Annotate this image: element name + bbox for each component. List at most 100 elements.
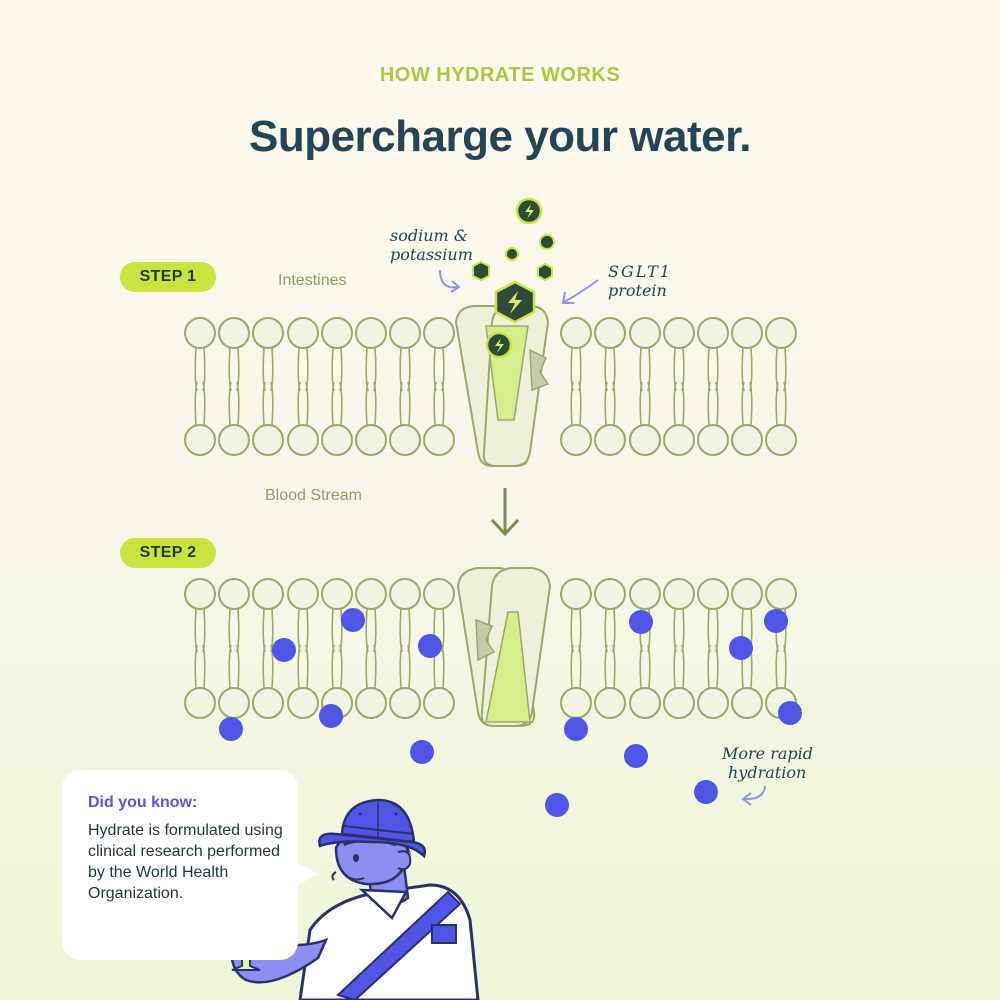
lipid-head [321, 424, 353, 456]
lipid-head [423, 687, 455, 719]
water-molecule [778, 701, 802, 725]
hydration-arrow-icon [743, 785, 766, 801]
lipid-head [355, 578, 387, 610]
lipid-tail [639, 381, 651, 426]
lipid-tail [775, 644, 787, 689]
water-molecule [729, 636, 753, 660]
electrolytes-arrow-icon [439, 269, 459, 289]
lipid-head [287, 317, 319, 349]
blood-stream-label: Blood Stream [265, 487, 362, 504]
lipid-head [252, 424, 284, 456]
lipid-tail [194, 381, 206, 426]
water-molecule [410, 740, 434, 764]
lipid-head [560, 578, 592, 610]
lipid-head [560, 317, 592, 349]
lipid-head [423, 578, 455, 610]
lipid-tail [673, 644, 685, 689]
lipid-tail [331, 644, 343, 689]
step-2-badge: STEP 2 [120, 538, 216, 568]
hat-icon [318, 798, 426, 859]
lipid-head [765, 578, 797, 610]
protein-note-line2: protein [608, 281, 667, 300]
lipid-head [629, 578, 661, 610]
lipid-head [355, 687, 387, 719]
lipid-head [218, 687, 250, 719]
electrolytes-arrowhead-icon [450, 280, 461, 293]
water-molecule [319, 704, 343, 728]
sglt1-protein-step-2 [456, 567, 552, 727]
lipid-tail [570, 381, 582, 426]
lipid-head [560, 687, 592, 719]
electrolyte-hexagon-icon [537, 262, 553, 282]
lipid-head [355, 317, 387, 349]
water-molecule [764, 609, 788, 633]
lipid-head [218, 317, 250, 349]
lipid-head [252, 687, 284, 719]
lipid-head [663, 578, 695, 610]
lipid-head [765, 317, 797, 349]
lipid-tail [639, 644, 651, 689]
protein-note-line1: SGLT1 [608, 262, 672, 281]
lipid-head [252, 578, 284, 610]
lipid-tail [604, 644, 616, 689]
lipid-head [184, 317, 216, 349]
electrolyte-circle-icon [505, 247, 519, 261]
lipid-head [423, 317, 455, 349]
lipid-head [184, 687, 216, 719]
water-molecule [545, 793, 569, 817]
lipid-tail [365, 381, 377, 426]
water-molecule [694, 780, 718, 804]
lipid-tail [775, 381, 787, 426]
lipid-head [389, 317, 421, 349]
protein-arrowhead-icon [561, 291, 574, 304]
electrolyte-circle-icon [539, 234, 555, 250]
lipid-tail [604, 381, 616, 426]
lipid-head [594, 317, 626, 349]
lipid-head [663, 687, 695, 719]
lipid-head [287, 578, 319, 610]
lipid-head [663, 424, 695, 456]
lipid-tail [262, 381, 274, 426]
lipid-tail [297, 381, 309, 426]
lipid-head [389, 424, 421, 456]
water-molecule [629, 610, 653, 634]
water-molecule [564, 717, 588, 741]
water-molecule [341, 608, 365, 632]
water-molecule [272, 638, 296, 662]
intestines-label: Intestines [278, 272, 347, 289]
lipid-head [218, 424, 250, 456]
lipid-tail [399, 381, 411, 426]
lipid-head [731, 687, 763, 719]
lipid-head [252, 317, 284, 349]
lipid-head [663, 317, 695, 349]
water-molecules [219, 608, 802, 817]
hydration-note: More rapid hydration [722, 744, 813, 782]
electrolyte-hexagon-icon [472, 260, 490, 282]
hydration-arrowhead-icon [741, 792, 752, 806]
membrane-step-1 [184, 317, 797, 456]
armband-badge-icon [431, 924, 457, 944]
lipid-tail [707, 644, 719, 689]
section-eyebrow: HOW HYDRATE WORKS [379, 64, 621, 86]
lipid-tail [228, 644, 240, 689]
step-1-badge: STEP 1 [120, 262, 216, 292]
lipid-tail [228, 381, 240, 426]
protein-arrow-icon [563, 279, 599, 303]
lipid-tail [399, 644, 411, 689]
electrolytes-note-line2: potassium [390, 245, 473, 264]
lipid-head [423, 424, 455, 456]
lipid-head [389, 687, 421, 719]
lipid-tail [297, 644, 309, 689]
did-you-know-callout: Did you know: Hydrate is formulated usin… [62, 770, 318, 960]
lipid-head [697, 317, 729, 349]
lipid-head [731, 424, 763, 456]
lipid-tail [570, 644, 582, 689]
lipid-head [697, 578, 729, 610]
lipid-head [321, 317, 353, 349]
electrolytes-note: sodium & potassium [390, 226, 473, 264]
water-molecule [624, 744, 648, 768]
callout-body: Hydrate is formulated using clinical res… [88, 822, 283, 902]
lipid-tail [365, 644, 377, 689]
electrolyte-particles [472, 197, 555, 359]
